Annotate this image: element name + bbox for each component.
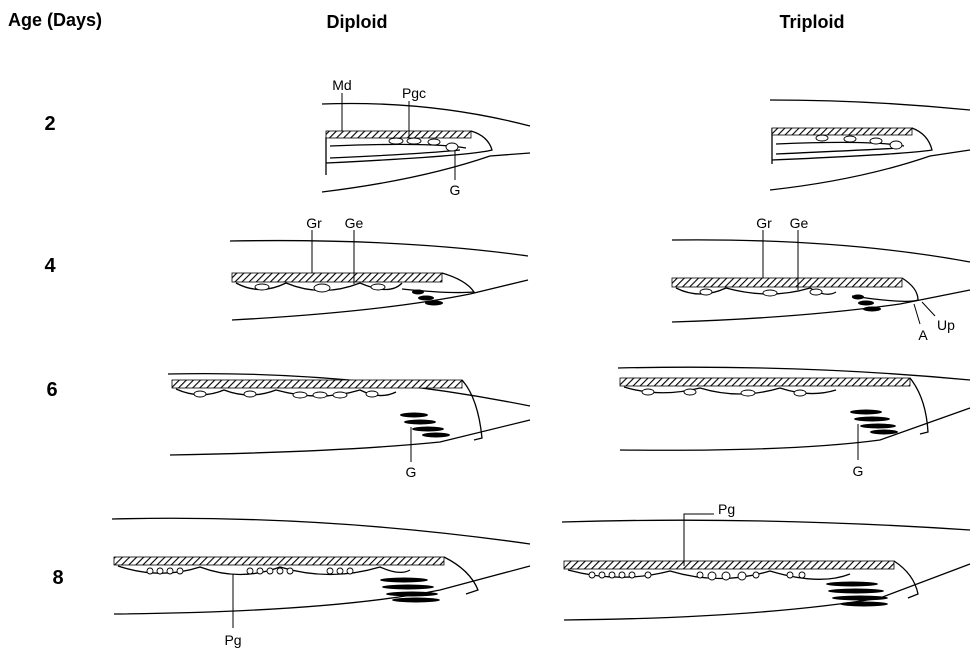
- age-label-2: 2: [44, 113, 55, 135]
- triploid-day2-section: [770, 100, 970, 190]
- triploid-column-header: Triploid: [780, 12, 845, 32]
- diploid-day8-oocyte-row: [147, 568, 353, 574]
- age-column-header: Age (Days): [8, 10, 102, 30]
- age-label-6: 6: [46, 379, 57, 401]
- label-up: Up: [937, 317, 955, 333]
- diploid-day6-section: [168, 374, 530, 455]
- a-leader-line: [914, 304, 920, 324]
- label-ge-diploid: Ge: [345, 215, 364, 231]
- triploid-day4-section: [672, 240, 970, 322]
- label-gr-triploid: Gr: [756, 215, 772, 231]
- diploid-day4-section: [230, 241, 528, 320]
- label-ge-triploid: Ge: [790, 215, 809, 231]
- triploid-day6-section: [618, 367, 970, 450]
- up-leader-line: [922, 302, 935, 316]
- label-md: Md: [332, 77, 351, 93]
- label-a: A: [918, 327, 928, 343]
- age-label-8: 8: [52, 567, 63, 589]
- age-label-4: 4: [44, 255, 56, 277]
- label-pgc: Pgc: [402, 85, 426, 101]
- label-gr-diploid: Gr: [306, 215, 322, 231]
- label-pg-triploid: Pg: [718, 501, 735, 517]
- diploid-column-header: Diploid: [327, 12, 388, 32]
- diploid-day8-section: [112, 518, 530, 614]
- label-pg-diploid: Pg: [224, 632, 241, 648]
- label-g-day6-diploid: G: [406, 464, 417, 480]
- pg-leader-line-triploid: [684, 514, 714, 566]
- label-g-day2: G: [450, 182, 461, 198]
- triploid-day8-oocyte-row: [589, 572, 805, 580]
- diploid-day2-section: [322, 103, 530, 192]
- label-g-day6-triploid: G: [853, 463, 864, 479]
- triploid-day8-section: [562, 520, 970, 620]
